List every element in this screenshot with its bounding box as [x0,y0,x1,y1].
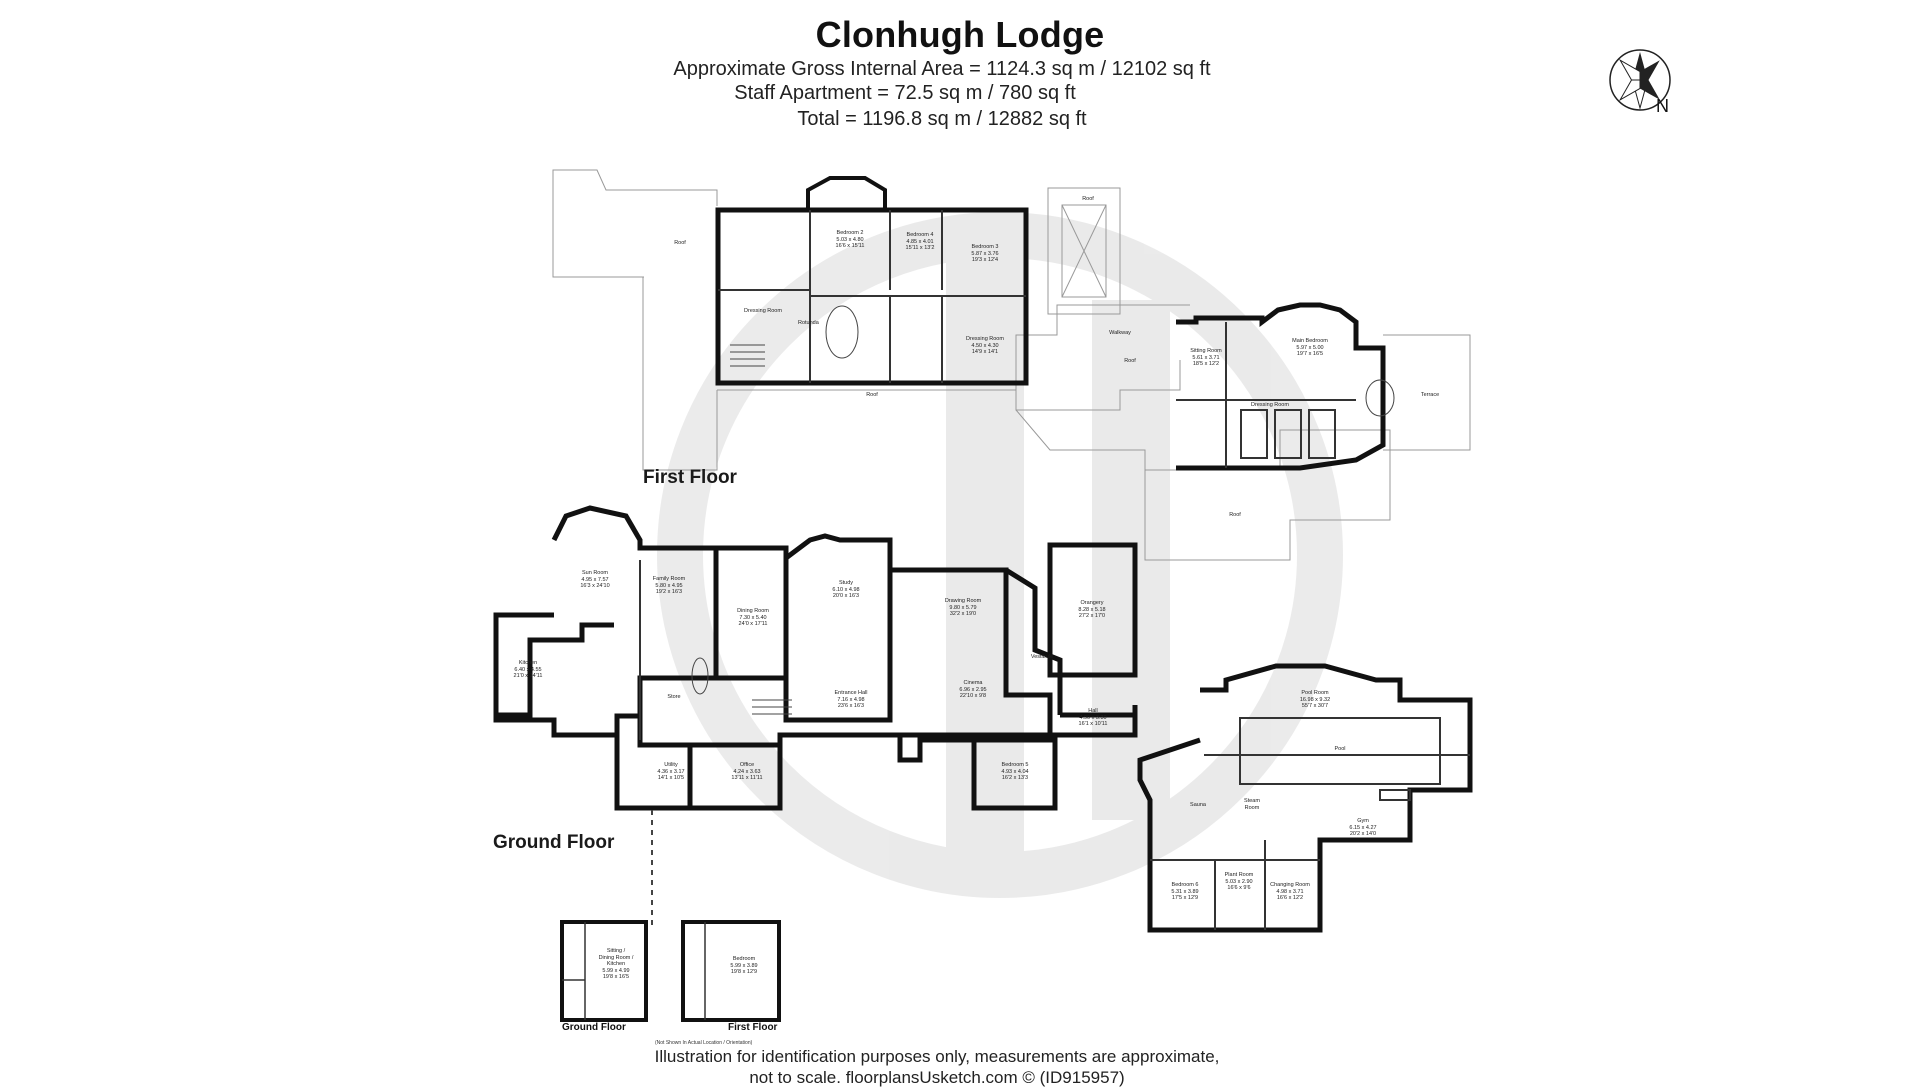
room-sun-room: Sun Room 4.95 x 7.57 16'3 x 24'10 [580,570,610,589]
label-roof-2: Roof [866,392,878,398]
room-bedroom-6: Bedroom 6 5.31 x 3.89 17'5 x 12'9 [1171,882,1199,901]
room-sitting-room: Sitting Room 5.61 x 3.71 18'5 x 12'2 [1190,348,1222,367]
room-changing-room: Changing Room 4.98 x 3.71 16'6 x 12'2 [1270,882,1310,901]
ground-floor-label: Ground Floor [493,832,615,853]
room-bedroom-5: Bedroom 5 4.93 x 4.04 16'2 x 13'3 [1001,762,1029,781]
gross-area-text: Approximate Gross Internal Area = 1124.3… [673,58,1211,80]
room-staff-sitting-kitchen: Sitting / Dining Room / Kitchen 5.99 x 4… [598,948,634,980]
room-utility: Utility 4.36 x 3.17 14'1 x 10'5 [657,762,685,781]
room-dining-room: Dining Room 7.30 x 5.40 24'0 x 17'11 [737,608,769,627]
room-bedroom-4: Bedroom 4 4.85 x 4.01 15'11 x 13'2 [905,232,935,251]
room-drawing-room: Drawing Room 9.80 x 5.79 32'2 x 19'0 [944,598,982,617]
room-main-bedroom: Main Bedroom 5.97 x 5.00 19'7 x 16'5 [1292,338,1328,357]
plan-title: Clonhugh Lodge [815,14,1105,55]
room-store: Store [667,694,681,700]
room-bedroom-3: Bedroom 3 5.87 x 3.76 19'3 x 12'4 [971,244,999,263]
disclaimer-line-1: Illustration for identification purposes… [654,1047,1220,1066]
watermark-logo [657,212,1343,898]
room-sauna: Sauna [1190,802,1206,808]
room-cinema: Cinema 6.96 x 2.95 22'10 x 9'8 [959,680,987,699]
room-hall: Hall 4.90 x 3.30 16'1 x 10'11 [1078,708,1108,727]
room-rotunda: Rotunda [798,320,819,326]
room-staff-bedroom: Bedroom 5.99 x 3.89 19'8 x 12'9 [730,956,758,975]
staff-first-floor-label: First Floor [728,1022,778,1033]
room-study: Study 6.10 x 4.98 20'0 x 16'3 [832,580,860,599]
disclaimer-line-2: not to scale. floorplansUsketch.com © (I… [749,1068,1125,1087]
compass-icon [1609,49,1671,111]
label-walkway: Walkway [1109,330,1131,336]
staff-orientation-note: (Not Shown In Actual Location / Orientat… [655,1040,753,1046]
label-roof-5: Roof [1082,196,1094,202]
room-office: Office 4.24 x 3.63 13'11 x 11'11 [731,762,763,781]
room-gym: Gym 6.15 x 4.27 20'2 x 14'0 [1349,818,1377,837]
room-entrance-hall: Entrance Hall 7.16 x 4.98 23'6 x 16'3 [834,690,868,709]
staff-ground-floor-label: Ground Floor [562,1022,626,1033]
room-steam-room: Steam Room [1244,798,1260,811]
room-pool: Pool [1334,746,1346,752]
label-roof-1: Roof [674,240,686,246]
label-roof-3: Roof [1124,358,1136,364]
room-dressing-room-2: Dressing Room 4.50 x 4.30 14'9 x 14'1 [966,336,1004,355]
room-family-room: Family Room 5.80 x 4.95 19'2 x 16'3 [652,576,686,595]
room-plant-room: Plant Room 5.03 x 2.90 16'6 x 9'6 [1224,872,1254,891]
room-dressing-room-3: Dressing Room [1251,402,1289,408]
room-terrace: Terrace [1420,392,1440,398]
room-bedroom-2: Bedroom 2 5.03 x 4.80 16'6 x 15'11 [835,230,865,249]
total-area-text: Total = 1196.8 sq m / 12882 sq ft [797,108,1087,130]
room-kitchen: Kitchen 6.40 x 4.55 21'0 x 14'11 [513,660,543,679]
staff-area-text: Staff Apartment = 72.5 sq m / 780 sq ft [734,82,1076,104]
compass-north-label: N [1656,96,1669,116]
label-roof-4: Roof [1229,512,1241,518]
room-pool-room: Pool Room 16.98 x 9.32 55'7 x 30'7 [1299,690,1331,709]
room-orangery: Orangery 8.28 x 5.18 27'2 x 17'0 [1078,600,1106,619]
first-floor-label: First Floor [643,467,737,488]
room-vestibule: Vestibule [1030,654,1054,660]
room-dressing-room-1: Dressing Room [744,308,782,314]
